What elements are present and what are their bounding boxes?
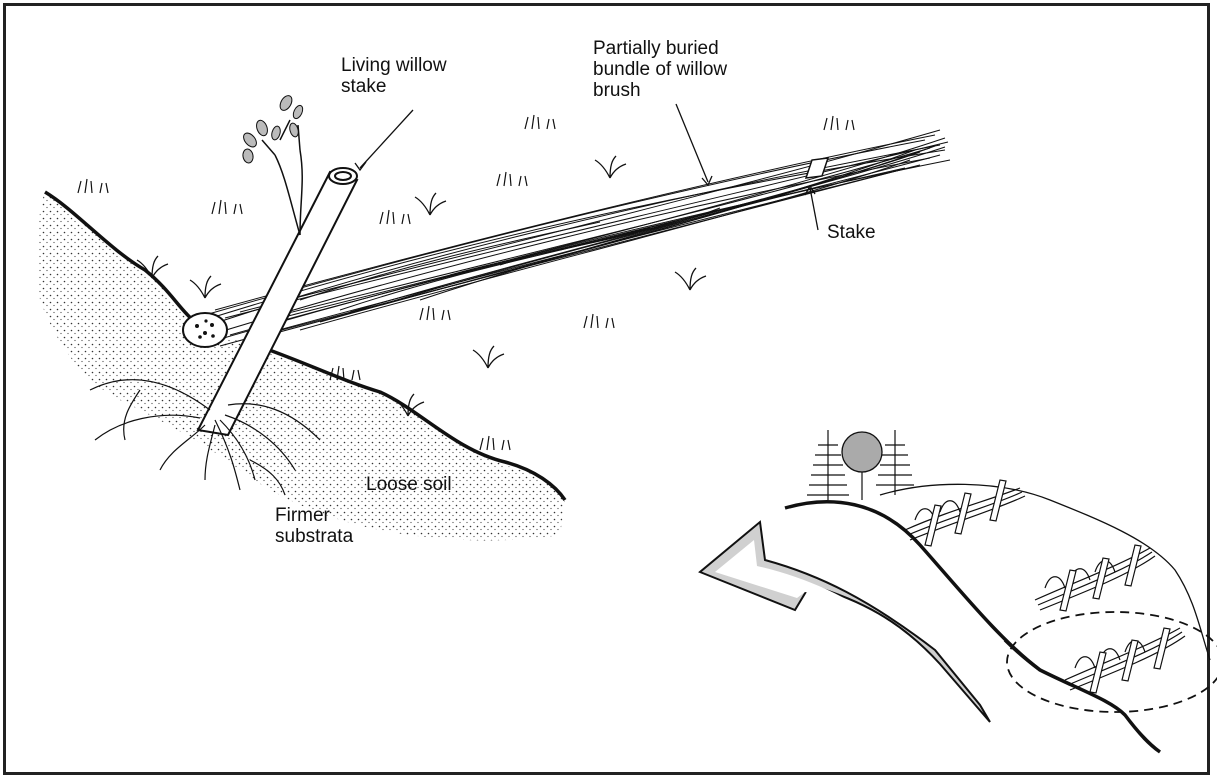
bundle-cut-end [183,313,227,347]
leader-lines [355,104,818,230]
label-loose-soil: Loose soil [366,474,452,495]
willow-sprout [262,120,302,235]
inset-slope [785,484,1210,752]
inset-highlight-ellipse [1007,612,1217,712]
inset-round-tree [842,432,882,472]
inset-stakes [925,480,1170,693]
label-living-willow-stake: Living willow stake [341,55,447,97]
label-partially-buried-bundle: Partially buried bundle of willow brush [593,38,727,101]
label-stake: Stake [827,222,876,243]
inset-wattle-rows [905,488,1185,690]
label-firmer-substrata: Firmer substrata [275,505,353,547]
